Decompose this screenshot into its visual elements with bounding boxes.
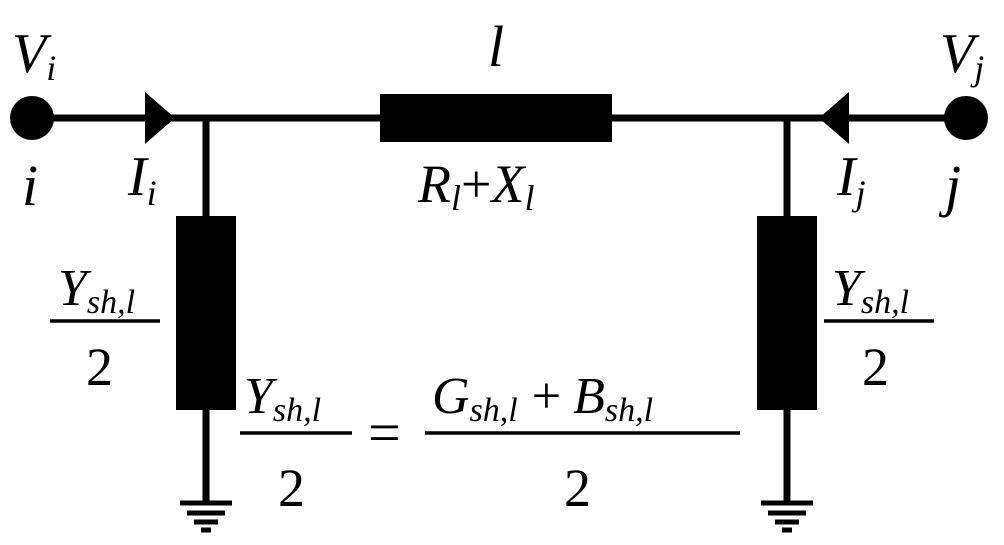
node-j-dot — [944, 96, 988, 140]
node-i-voltage-label: Vi — [12, 23, 56, 88]
shunt-left-block — [176, 216, 236, 410]
series-impedance-label: Rl+Xl — [417, 154, 535, 218]
shunt-right-numerator: Ysh,l — [832, 260, 909, 321]
shunt-right-denominator: 2 — [862, 337, 889, 397]
node-j-name: j — [938, 153, 961, 218]
fraction-bars — [50, 319, 934, 435]
current-i-arrow-icon — [145, 92, 175, 144]
node-i-name: i — [22, 153, 38, 218]
equation-lhs-numerator: Ysh,l — [244, 368, 321, 429]
ground-left-icon — [180, 500, 232, 533]
equation-lhs-denominator: 2 — [278, 458, 305, 518]
main-line — [32, 114, 966, 503]
shunt-right-block — [757, 216, 817, 410]
current-i-label: Ii — [127, 146, 157, 213]
current-j-arrow-icon — [819, 92, 849, 144]
node-j-voltage-label: Vj — [940, 23, 984, 88]
equation-rhs-numerator: Gsh,l+Bsh,l — [432, 368, 653, 429]
equation-equals-sign: = — [368, 400, 401, 465]
series-impedance-block — [380, 94, 612, 142]
line-label: l — [488, 14, 504, 79]
shunt-left-numerator: Ysh,l — [58, 260, 135, 321]
current-j-label: Ij — [836, 146, 866, 213]
shunt-left-denominator: 2 — [86, 337, 113, 397]
ground-right-icon — [761, 500, 813, 533]
equation-rhs-denominator: 2 — [564, 458, 591, 518]
node-i-dot — [10, 96, 54, 140]
